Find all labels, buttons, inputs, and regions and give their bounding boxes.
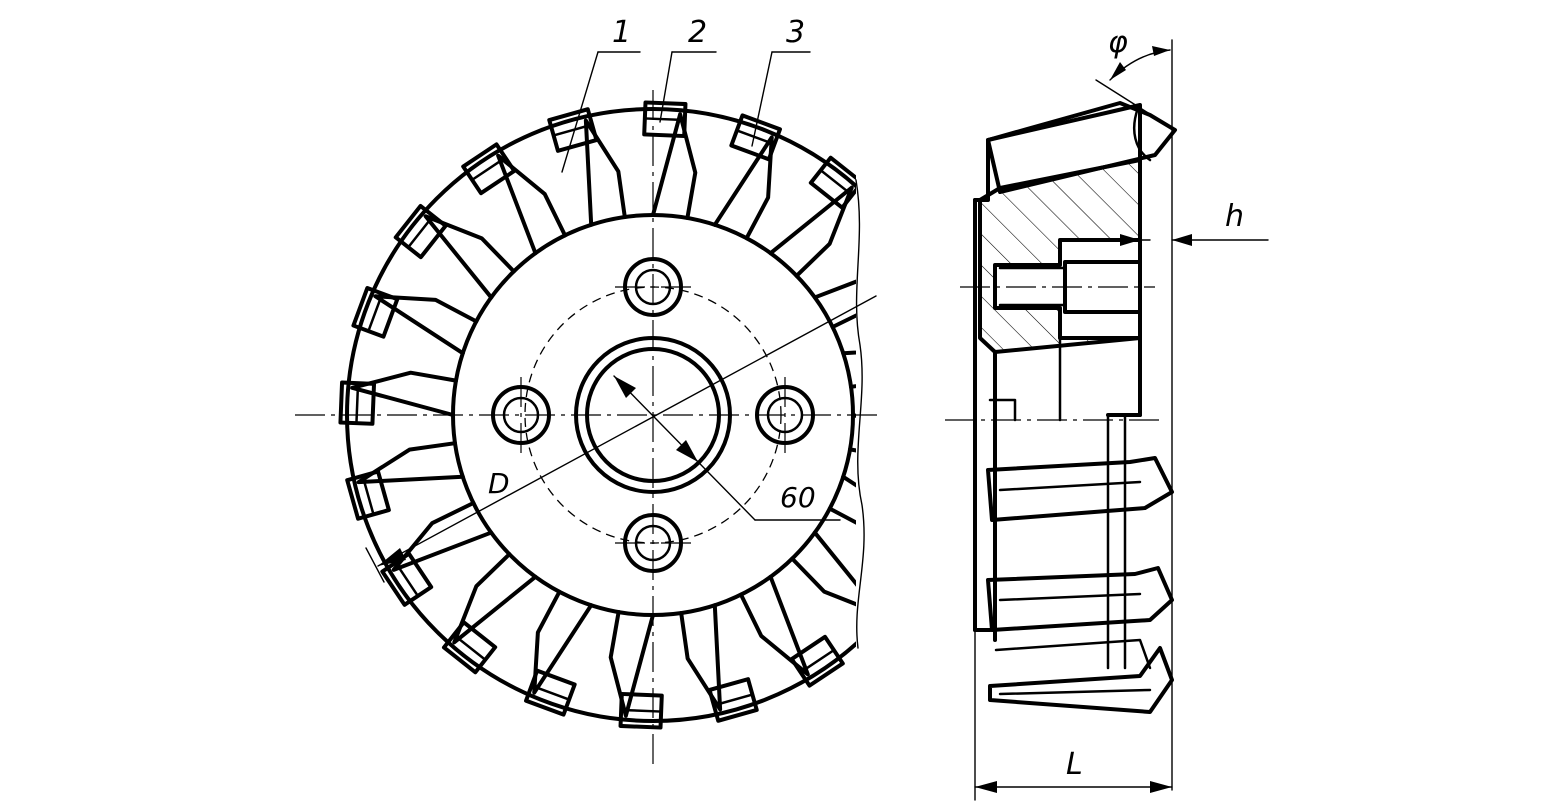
cutter-tooth: [651, 112, 698, 220]
side-inserts: [986, 456, 1174, 714]
cutter-insert-edge: [367, 292, 384, 333]
cutter-insert-edge: [933, 316, 944, 355]
cutter-insert-edge: [394, 561, 420, 598]
cutter-insert-edge: [552, 123, 594, 137]
cutter-insert-edge: [712, 693, 754, 707]
cutter-tooth: [356, 441, 465, 485]
part-leaders: 1 2 3: [561, 15, 811, 173]
cutter-insert: [909, 493, 953, 542]
centerlines: [295, 90, 880, 770]
diameter-dimension: D: [365, 295, 877, 583]
cutter-insert-edge: [355, 381, 360, 425]
cutter-insert-edge: [452, 633, 487, 661]
cutter-tooth: [452, 552, 538, 645]
cutter-tooth: [373, 294, 479, 356]
cutter-insert-edge: [735, 129, 776, 146]
side-view: φ h L: [945, 25, 1269, 801]
cutter-tooth: [738, 574, 810, 677]
label-h: h: [1225, 199, 1244, 234]
label-part-2: 2: [688, 15, 707, 50]
cutter-insert: [917, 311, 959, 358]
cutter-insert-edge: [530, 684, 571, 701]
cutter-tooth: [423, 214, 516, 300]
cutter-tooth: [712, 135, 774, 241]
label-sixty: 60: [780, 481, 816, 514]
cutter-tooth: [790, 530, 856, 607]
label-part-3: 3: [786, 15, 805, 50]
cutter-tooth: [827, 474, 856, 525]
cutter-insert: [932, 406, 966, 447]
cutter-insert: [875, 225, 924, 276]
cutter-insert-edge: [799, 648, 836, 674]
cutter-insert: [860, 573, 910, 624]
cutter-insert-edge: [948, 407, 950, 447]
cutter-tooth: [768, 185, 854, 278]
cutter-tooth: [608, 610, 655, 718]
cutter-body: [338, 100, 966, 730]
label-L: L: [1066, 747, 1083, 782]
cutter-insert-edge: [924, 499, 938, 537]
front-view: D 60 1 2 3: [295, 15, 966, 770]
label-D: D: [488, 467, 510, 500]
cutter-tooth: [583, 118, 627, 227]
cutter-teeth: [338, 100, 966, 730]
cutter-tooth: [848, 413, 856, 453]
L-dimension: L: [974, 629, 1173, 801]
break-line: [855, 179, 865, 649]
cutter-tooth: [496, 153, 568, 256]
bore-dimension: 60: [613, 375, 841, 521]
cutter-insert-edge: [643, 117, 687, 122]
cutter-insert-edge: [888, 234, 910, 267]
cutter-insert-edge: [873, 583, 898, 614]
cutter-insert-edge: [470, 156, 507, 182]
cutter-insert-edge: [361, 474, 375, 516]
label-part-1: 1: [612, 15, 631, 50]
h-dimension: h: [1087, 199, 1269, 246]
angle-phi-dimension: φ: [1095, 25, 1176, 791]
cutter-tooth: [350, 370, 458, 417]
cutter-tooth: [679, 603, 723, 712]
cutter-tooth: [841, 350, 856, 389]
cutter-insert-edge: [819, 169, 854, 197]
cutter-tooth: [532, 589, 594, 695]
label-phi: φ: [1108, 25, 1128, 60]
cutter-insert-edge: [407, 214, 435, 249]
cutter-insert-edge: [619, 708, 663, 713]
cutter-tooth: [812, 279, 856, 330]
